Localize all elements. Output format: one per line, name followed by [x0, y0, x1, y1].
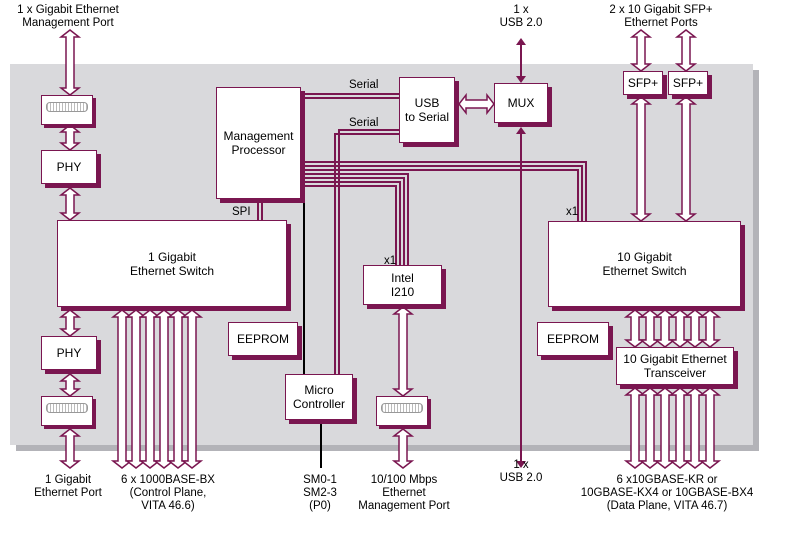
- label-mgmt-port-bottom: 10/100 Mbps Ethernet Management Port: [358, 474, 450, 512]
- phy-bottom-box: PHY: [41, 336, 97, 370]
- arrow-switch-xcvr-3: [653, 309, 677, 348]
- rj45-connector-top: [41, 95, 93, 125]
- arrow-sfp2-top: [674, 29, 698, 72]
- label-sm: SM0-1 SM2-3 (P0): [303, 474, 337, 512]
- line-bus-3: [301, 169, 579, 221]
- arrow-10gbase-2: [638, 387, 662, 469]
- arrow-10gbase-5: [683, 387, 707, 469]
- usb-to-serial-box: USB to Serial: [399, 77, 455, 143]
- label-1000base-bx: 6 x 1000BASE-BX (Control Plane, VITA 46.…: [121, 474, 215, 512]
- arrow-mgmt-port-bottom: [391, 428, 415, 469]
- arrow-usb-top-head: [516, 76, 526, 83]
- sfp-plus-2-box: SFP+: [668, 71, 708, 95]
- label-usb-bottom: 1 x USB 2.0: [499, 459, 543, 484]
- arrow-sfp2-switch: [674, 96, 698, 222]
- arrow-1000base-bx-3: [138, 309, 162, 469]
- arrow-usb-top-head: [516, 38, 526, 45]
- transceiver-box: 10 Gigabit Ethernet Transceiver: [616, 347, 734, 385]
- label-spi: SPI: [232, 206, 251, 218]
- arrow-10gbase-1: [623, 387, 647, 469]
- arrow-gig-port: [58, 428, 82, 469]
- line-bus-2: [301, 165, 583, 221]
- line-serial-2a: [338, 129, 399, 374]
- rj45-connector-mgmt: [376, 396, 428, 426]
- label-x1-switch: x1: [566, 206, 579, 218]
- arrow-sfp1-top: [629, 29, 653, 72]
- arrow-1000base-bx-5: [166, 309, 190, 469]
- label-usb-top: 1 x USB 2.0: [499, 4, 543, 29]
- arrow-1000base-bx-2: [124, 309, 148, 469]
- arrow-1000base-bx-4: [152, 309, 176, 469]
- arrow-phy-rj45-bottom: [58, 373, 82, 397]
- arrow-switch-xcvr-5: [683, 309, 707, 348]
- ten-gig-switch-box: 10 Gigabit Ethernet Switch: [548, 221, 741, 307]
- label-10gbase: 6 x10GBASE-KR or 10GBASE-KX4 or 10GBASE-…: [580, 474, 754, 512]
- arrow-switch-xcvr-1: [623, 309, 647, 348]
- mux-box: MUX: [494, 83, 548, 123]
- line-bus-intel-3: [301, 181, 401, 265]
- line-bus-intel-1: [301, 173, 409, 265]
- arrow-intel-rj45: [391, 306, 415, 397]
- line-bus-intel-2: [301, 177, 405, 265]
- arrow-usb-bottom-head: [516, 127, 526, 134]
- label-serial-2: Serial: [349, 117, 379, 129]
- arrow-switch-xcvr-6: [698, 309, 722, 348]
- label-mgmt-port-top: 1 x Gigabit Ethernet Management Port: [17, 4, 119, 29]
- sfp-plus-1-box: SFP+: [623, 71, 663, 95]
- label-x1-intel: x1: [384, 255, 397, 267]
- arrow-usbserial-mux: [458, 92, 495, 116]
- arrow-10gbase-4: [668, 387, 692, 469]
- label-sfp-top: 2 x 10 Gigabit SFP+ Ethernet Ports: [609, 4, 713, 29]
- arrow-sfp1-switch: [629, 96, 653, 222]
- arrow-1000base-bx-6: [180, 309, 204, 469]
- label-serial-1: Serial: [349, 79, 379, 91]
- arrow-1000base-bx-1: [110, 309, 134, 469]
- arrow-usb-bottom-head: [516, 461, 526, 468]
- arrow-phy-switch-top: [58, 187, 82, 221]
- management-processor-box: Management Processor: [216, 87, 301, 199]
- arrow-10gbase-3: [653, 387, 677, 469]
- arrow-rj45-phy-top: [58, 124, 82, 151]
- gigabit-switch-box: 1 Gigabit Ethernet Switch: [57, 220, 287, 307]
- line-serial-2b: [334, 133, 399, 374]
- label-gig-port: 1 Gigabit Ethernet Port: [34, 474, 102, 499]
- phy-top-box: PHY: [41, 150, 97, 184]
- line-bus-1: [301, 161, 587, 221]
- arrow-mgmt-port-top: [58, 29, 82, 96]
- line-bus-intel-4: [301, 185, 397, 265]
- rj45-connector-bottom: [41, 396, 93, 426]
- arrow-switch-xcvr-2: [638, 309, 662, 348]
- eeprom-right-box: EEPROM: [537, 322, 609, 356]
- arrow-10gbase-6: [698, 387, 722, 469]
- micro-controller-box: Micro Controller: [285, 374, 353, 420]
- eeprom-left-box: EEPROM: [228, 322, 298, 356]
- arrow-switch-phy-bottom: [58, 309, 82, 337]
- arrow-switch-xcvr-4: [668, 309, 692, 348]
- intel-i210-box: Intel I210: [363, 265, 442, 305]
